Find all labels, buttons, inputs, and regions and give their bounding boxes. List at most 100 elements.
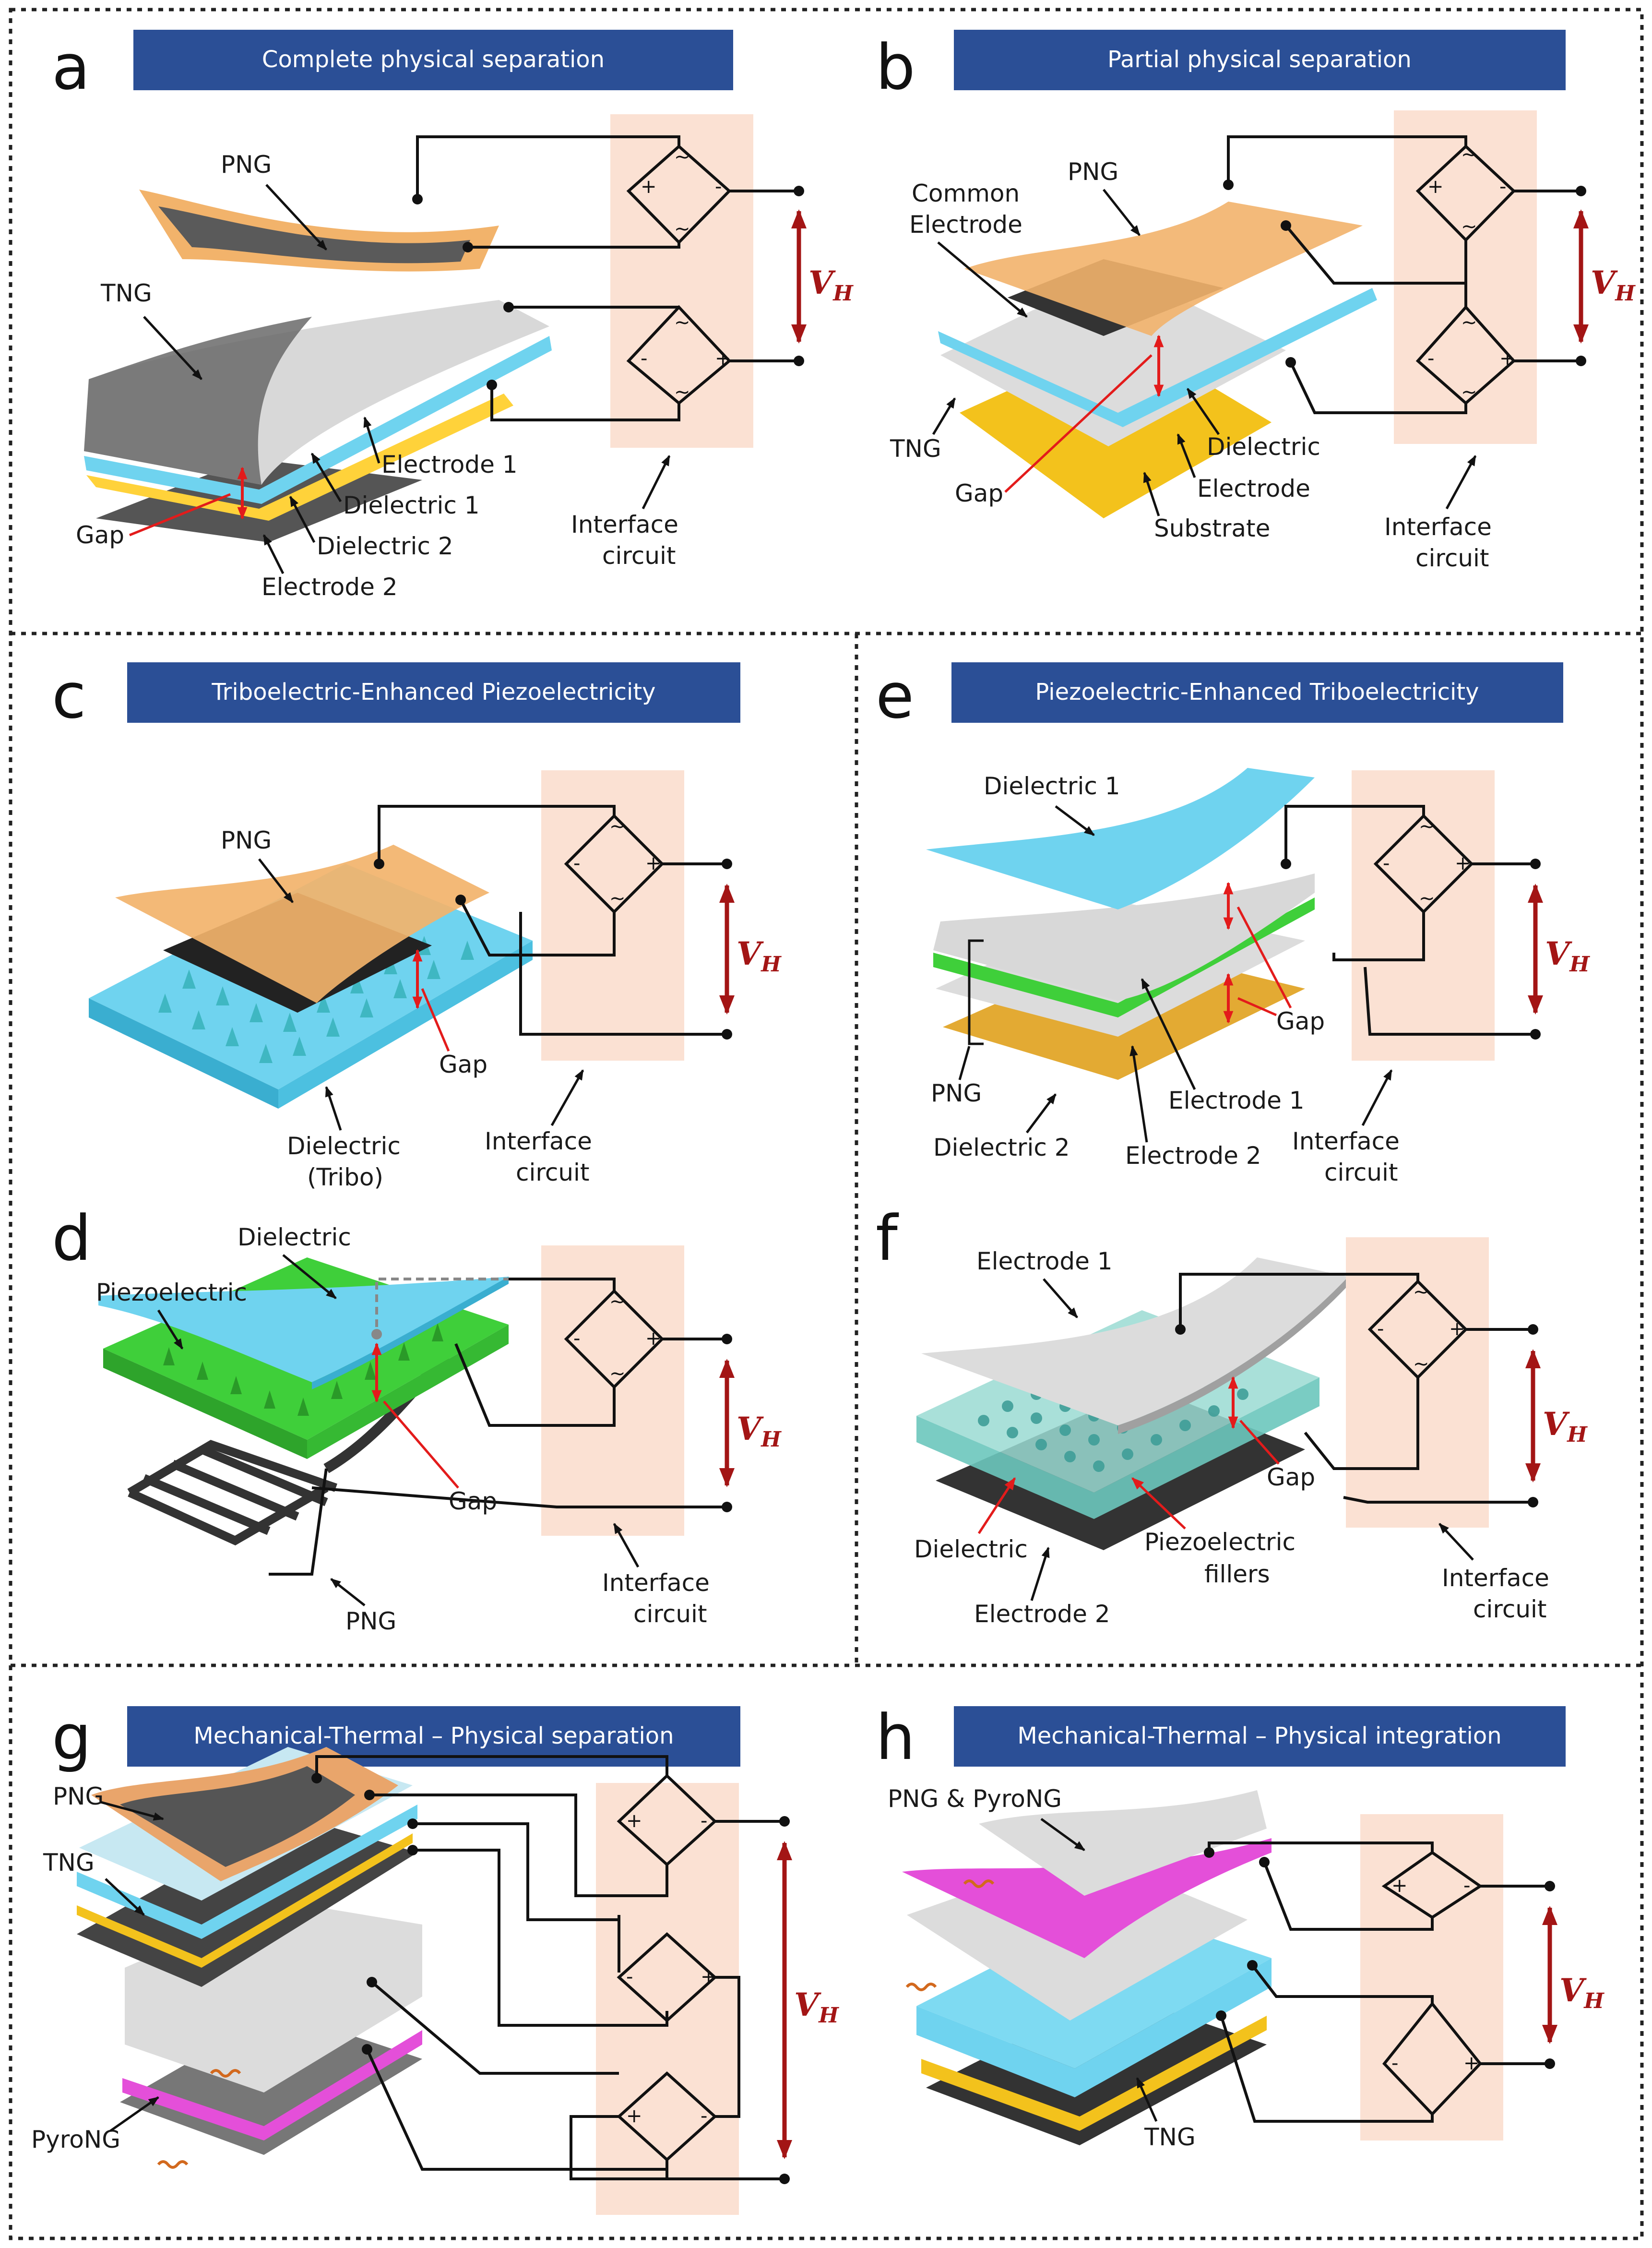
label-electrode-2-e: Electrode 2 <box>1125 1142 1261 1170</box>
label-interface-e: Interface <box>1292 1127 1400 1155</box>
circuit-wires-b <box>1227 135 1581 414</box>
svg-text:+: + <box>1499 347 1516 370</box>
electrode-1-layer-f <box>921 1257 1348 1425</box>
label-piezoelectric-d: Piezoelectric <box>96 1279 247 1306</box>
svg-text:-: - <box>1463 1875 1470 1897</box>
label-common-electrode: Common <box>912 179 1020 207</box>
dielectric-1-layer-e <box>926 768 1315 909</box>
svg-text:~: ~ <box>1419 815 1435 837</box>
svg-text:+: + <box>1463 2052 1480 2074</box>
svg-text:-: - <box>1427 347 1434 370</box>
panel-title-h: Mechanical-Thermal – Physical integratio… <box>1017 1722 1501 1749</box>
png-layer-c <box>115 845 489 1003</box>
panel-letter-b: b <box>876 31 915 104</box>
label-dielectric-f: Dielectric <box>914 1535 1028 1563</box>
pyrong-layer <box>122 2030 422 2140</box>
svg-text:circuit: circuit <box>516 1159 590 1186</box>
label-dielectric-tribo: Dielectric <box>287 1132 401 1160</box>
interdigitated-electrode <box>127 1440 337 1546</box>
label-dielectric-2-e: Dielectric 2 <box>933 1134 1070 1161</box>
label-pyrong-g: PyroNG <box>31 2126 120 2153</box>
label-png-g: PNG <box>53 1782 104 1810</box>
label-electrode-2-f: Electrode 2 <box>974 1600 1110 1628</box>
label-electrode-1-e: Electrode 1 <box>1168 1087 1305 1114</box>
panel-letter-c: c <box>52 659 86 732</box>
label-substrate-b: Substrate <box>1154 514 1270 542</box>
label-tng-a: TNG <box>100 279 152 307</box>
svg-text:~: ~ <box>674 311 690 334</box>
label-gap-b: Gap <box>955 479 1003 507</box>
svg-text:~: ~ <box>674 218 690 240</box>
bridge-lower-a <box>626 305 732 405</box>
label-tng-b: TNG <box>890 435 941 463</box>
label-interface-b: Interface <box>1384 513 1492 541</box>
svg-text:~: ~ <box>674 146 690 168</box>
label-dielectric-1-e: Dielectric 1 <box>984 772 1120 800</box>
label-png-d: PNG <box>345 1607 396 1635</box>
panel-g: g Mechanical-Thermal – Physical separati… <box>31 1701 839 2215</box>
bridge-upper-a <box>626 144 732 245</box>
vh-label-b: VH <box>1591 264 1636 306</box>
label-png-e: PNG <box>931 1079 982 1107</box>
svg-text:~: ~ <box>609 887 626 909</box>
heat-wave-icon <box>210 2069 241 2078</box>
dielectric-layer-d <box>98 1277 509 1382</box>
interface-circuit-box-g <box>596 1783 739 2215</box>
label-png-pyrong: PNG & PyroNG <box>888 1785 1062 1813</box>
svg-text:-: - <box>715 176 722 198</box>
svg-text:-: - <box>626 1966 633 1988</box>
panel-frames <box>9 8 1644 2240</box>
vh-label-e: VH <box>1545 935 1590 977</box>
tng-dielectric-2-g <box>77 1833 413 1968</box>
svg-text:~: ~ <box>674 381 690 403</box>
svg-text:-: - <box>1499 176 1506 198</box>
svg-text:-: - <box>701 1810 707 1832</box>
panel-letter-e: e <box>876 659 914 732</box>
vh-label-d: VH <box>737 1410 782 1452</box>
vh-label-h: VH <box>1559 1972 1604 2013</box>
tng-dielectric-2-h <box>921 2016 1267 2131</box>
svg-text:+: + <box>715 347 731 370</box>
panel-letter-f: f <box>876 1202 899 1275</box>
vh-label-f: VH <box>1543 1405 1588 1447</box>
dielectric-filler-layer-f <box>916 1377 1319 1519</box>
panel-letter-d: d <box>52 1202 92 1275</box>
svg-text:~: ~ <box>1461 143 1477 166</box>
svg-text:fillers: fillers <box>1204 1560 1270 1588</box>
panel-a: a Complete physical separation <box>52 30 854 601</box>
svg-text:~: ~ <box>1461 381 1477 403</box>
dielectric-layer-b <box>938 288 1377 427</box>
svg-text:~: ~ <box>1413 1353 1429 1375</box>
panel-letter-a: a <box>52 31 90 104</box>
svg-text:(Tribo): (Tribo) <box>307 1163 383 1191</box>
title-banner-e <box>951 662 1563 723</box>
title-banner-b <box>954 30 1566 90</box>
label-gap-d: Gap <box>449 1487 497 1515</box>
heat-wave-icon <box>157 2160 189 2169</box>
label-tng-g: TNG <box>43 1849 95 1877</box>
svg-text:-: - <box>641 347 647 370</box>
vh-label-a: VH <box>808 264 854 306</box>
svg-text:circuit: circuit <box>1324 1159 1398 1186</box>
svg-text:~: ~ <box>1419 887 1435 909</box>
label-gap-c: Gap <box>439 1051 487 1078</box>
label-interface-f: Interface <box>1442 1564 1549 1592</box>
label-electrode-1-a: Electrode 1 <box>381 451 518 478</box>
panel-b: b Partial physical separation + - ~ ~ <box>876 30 1636 572</box>
svg-text:circuit: circuit <box>1415 544 1489 572</box>
png-layer-e <box>933 897 1315 1017</box>
svg-text:circuit: circuit <box>602 542 676 570</box>
panel-title-e: Piezoelectric-Enhanced Triboelectricity <box>1035 679 1479 705</box>
label-electrode-1-f: Electrode 1 <box>976 1247 1113 1275</box>
interface-circuit-box-h <box>1360 1814 1503 2140</box>
panel-d: d - + <box>52 1202 782 1635</box>
svg-text:+: + <box>1427 176 1444 198</box>
label-png-a: PNG <box>221 151 272 179</box>
svg-text:+: + <box>1455 852 1471 874</box>
dielectric-2-layer <box>86 394 513 521</box>
heat-wave-icon <box>963 1879 995 1888</box>
svg-text:circuit: circuit <box>1473 1595 1547 1623</box>
label-electrode-2-a: Electrode 2 <box>261 573 398 601</box>
label-gap-e: Gap <box>1276 1007 1325 1035</box>
svg-text:~: ~ <box>609 1363 626 1385</box>
